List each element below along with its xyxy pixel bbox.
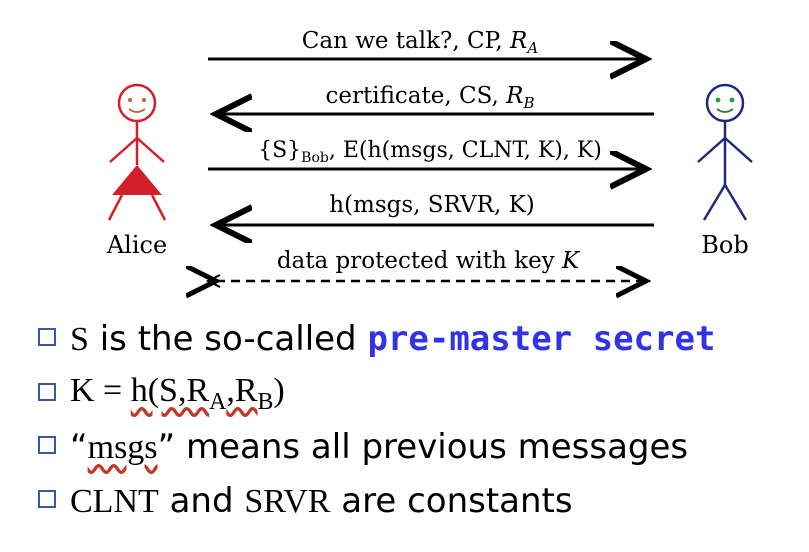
bob-arm-right [724,137,753,163]
message-1: Can we talk?, CP, RA [208,28,646,59]
message-2: certificate, CS, RB [216,83,654,114]
alice-arm-right [136,137,165,163]
message-1-label: Can we talk?, CP, RA [302,28,539,57]
bullet-item-3: “msgs” means all previous messages [38,426,688,476]
bullet-1-emphasis: pre-master secret [367,319,716,360]
alice-head [117,83,157,123]
square-bullet-icon [38,490,56,509]
protocol-diagram: Alice Bob Can we talk?, CP, RA certifica… [106,28,753,300]
square-bullet-icon [38,436,56,455]
alice-leg-left [107,194,124,221]
bullet-3-text: means all previous messages [175,427,689,468]
bullet-4-srvr: SRVR [244,483,331,521]
bob-label: Bob [701,231,748,259]
bullet-4-clnt: CLNT [70,483,159,521]
bullet-item-4: CLNT and SRVR are constants [38,480,573,530]
bob-leg-left [702,184,727,221]
alice-leg-right [150,194,167,221]
message-5: data protected with key K [208,248,646,287]
bullet-item-1: S is the so-called pre-master secret [38,318,715,368]
alice-dress [112,165,162,195]
message-2-label: certificate, CS, RB [325,83,534,112]
bob-eye-left-icon [715,97,721,103]
bob-head [705,83,745,123]
alice-eye-left-icon [128,98,132,102]
alice-eye-right-icon [142,98,146,102]
bullet-3-quoted: msgs [87,429,158,467]
bullet-1-symbol: S [70,321,89,359]
square-bullet-icon [38,328,56,347]
bob-figure: Bob [697,83,753,259]
alice-arm-left [109,137,138,163]
bullet-item-2: K = h(S,RA,RB) [38,372,285,422]
message-5-left-arrowhead-icon [205,274,221,288]
bob-smile-icon [716,108,734,113]
bullet-1-text: is the so-called [88,319,368,360]
bullet-2-formula: K = h(S,RA,RB) [70,372,285,415]
bullet-4-text: are constants [330,481,573,522]
message-3-label: {S}Bob, E(h(msgs, CLNT, K), K) [258,138,602,166]
square-bullet-icon [38,382,56,401]
alice-figure: Alice [106,83,167,259]
bob-arm-left [697,137,726,163]
bob-leg-right [723,184,748,221]
alice-label: Alice [106,231,167,259]
alice-smile-icon [128,108,146,113]
message-5-label: data protected with key K [277,248,581,274]
message-3: {S}Bob, E(h(msgs, CLNT, K), K) [208,138,646,169]
message-4: h(msgs, SRVR, K) [216,192,654,225]
message-4-label: h(msgs, SRVR, K) [329,192,535,218]
bob-eye-right-icon [729,97,735,103]
